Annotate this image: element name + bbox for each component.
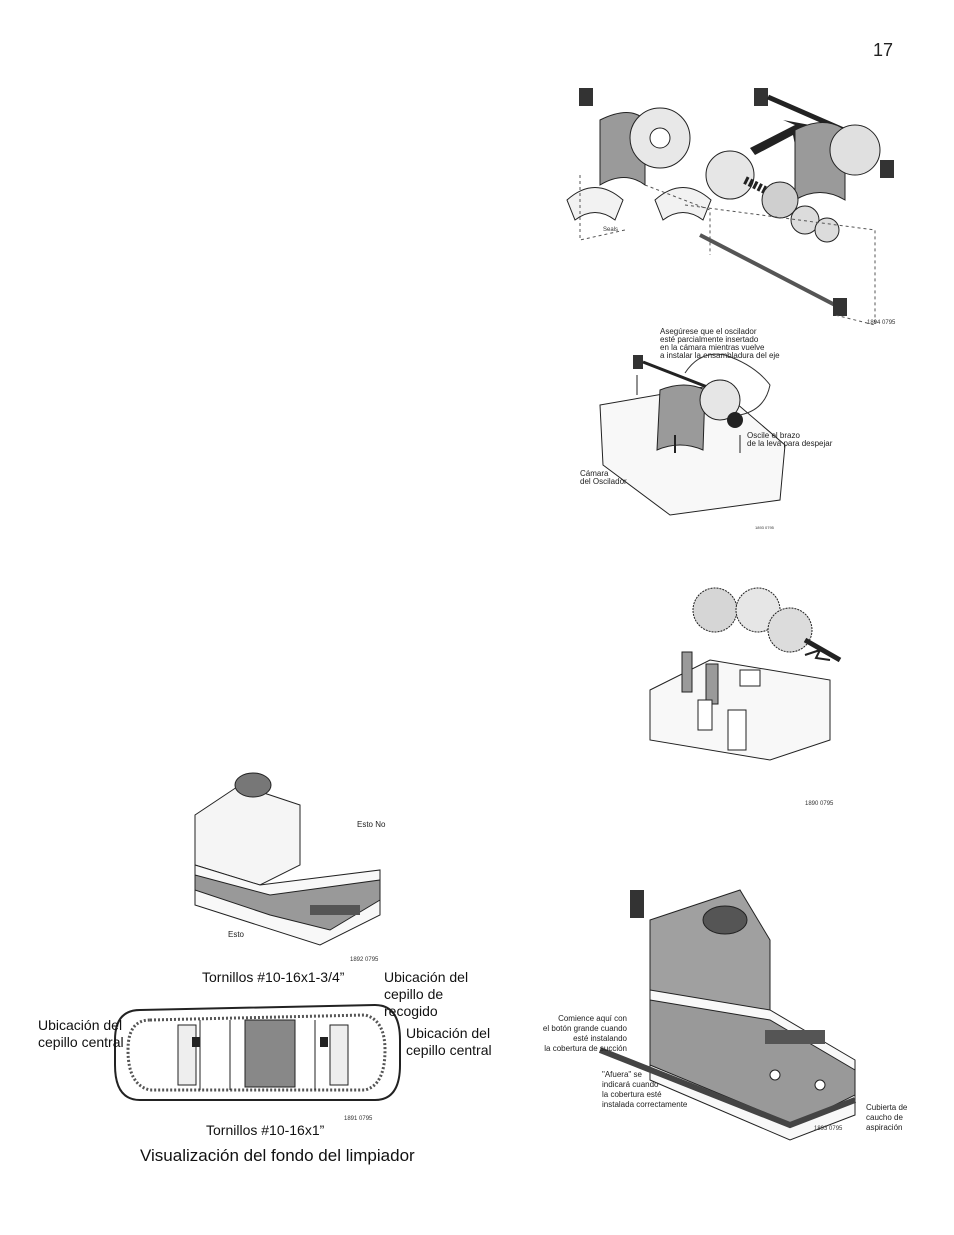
screws-short-label: Tornillos #10-16x1” xyxy=(206,1122,325,1138)
central-brush-left-line-1: Ubicación del xyxy=(38,1017,123,1033)
central-brush-right-line-2: cepillo central xyxy=(406,1042,492,1058)
pickup-brush-line-3: recogido xyxy=(384,1003,438,1019)
start-note-line-3: esté instalando xyxy=(573,1034,627,1043)
start-note-line-4: la cobertura de succión xyxy=(544,1044,627,1053)
bottom-view-caption: Visualización del fondo del limpiador xyxy=(140,1146,415,1165)
shaft-label: Seals xyxy=(603,227,619,233)
figure-suction-cover: Comience aquí con el botón grande cuando… xyxy=(510,880,930,1165)
cam-note-line-1: Oscile el brazo xyxy=(747,431,800,440)
out-note-line-1: "Afuera" se xyxy=(602,1070,642,1079)
this-label: Esto xyxy=(228,930,245,939)
oscillator-note-line-1: Asegúrese que el oscilador xyxy=(660,327,757,336)
figure-code: 1892 0795 xyxy=(350,957,379,963)
cam-note-line-2: de la leva para despejar xyxy=(747,439,833,448)
start-note-line-1: Comience aquí con xyxy=(558,1014,627,1023)
figure-shaft-exploded: Seals 1894 0795 xyxy=(555,80,895,330)
figure-code: 1893 0795 xyxy=(814,1126,843,1132)
figure-oscillator-install: Asegúrese que el oscilador esté parcialm… xyxy=(575,325,832,535)
out-note-line-4: instalada correctamente xyxy=(602,1100,688,1109)
figure-gears: 1890 0795 xyxy=(640,580,850,810)
shaft-exploded-drawing xyxy=(566,88,894,326)
oscillator-note-line-3: en la cámara mientras vuelve xyxy=(660,343,765,352)
rubber-cover-line-2: caucho de xyxy=(866,1113,903,1122)
out-note-line-3: la cobertura esté xyxy=(602,1090,662,1099)
page-number: 17 xyxy=(873,40,894,60)
this-not-label: Esto No xyxy=(357,820,386,829)
bottom-view-drawing xyxy=(114,1003,401,1101)
rubber-cover-line-1: Cubierta de xyxy=(866,1103,908,1112)
figure-code: 1893 0795 xyxy=(755,525,774,530)
central-brush-left-line-2: cepillo central xyxy=(38,1034,124,1050)
out-note-line-2: indicará cuando xyxy=(602,1080,659,1089)
start-note-line-2: el botón grande cuando xyxy=(542,1024,627,1033)
pickup-brush-line-2: cepillo de xyxy=(384,986,444,1002)
pickup-brush-line-1: Ubicación del xyxy=(384,969,469,985)
oscillator-install-drawing xyxy=(599,353,786,516)
suction-cover-drawing xyxy=(598,889,857,1141)
oscillator-note-line-4: a instalar la ensambladura del eje xyxy=(660,351,780,360)
gears-drawing xyxy=(649,587,842,761)
oscillator-note-line-2: esté parcialmente insertado xyxy=(660,335,759,344)
figure-bottom-view: Tornillos #10-16x1-3/4” Ubicación del ce… xyxy=(30,965,510,1165)
figure-code: 1894 0795 xyxy=(867,320,896,326)
rubber-cover-line-3: aspiración xyxy=(866,1123,903,1132)
figure-code: 1890 0795 xyxy=(805,801,834,807)
chamber-label-line-1: Cámara xyxy=(580,469,609,478)
figure-code: 1891 0795 xyxy=(344,1116,373,1122)
screws-long-label: Tornillos #10-16x1-3/4” xyxy=(202,969,345,985)
chamber-label-line-2: del Oscilador xyxy=(580,477,627,486)
central-brush-right-line-1: Ubicación del xyxy=(406,1025,491,1041)
figure-tank-side: Esto No Esto 1892 0795 xyxy=(190,765,390,965)
tank-side-drawing xyxy=(194,772,381,946)
